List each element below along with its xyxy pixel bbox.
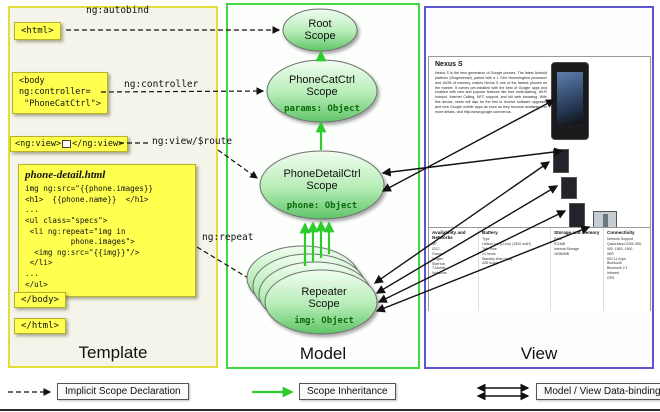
spec-body: Type Lithium Ion (Li-Ion) (1500 mAH) Tal…: [482, 237, 532, 266]
spec-header: Battery: [482, 230, 498, 235]
model-panel: Model: [226, 3, 420, 369]
html-close-tag-box: </html>: [14, 318, 66, 334]
spec-table: Availability and Networks M7, GCC, Orang…: [429, 227, 650, 311]
code-line: <h1> {{phone.name}} </h1>: [25, 194, 149, 204]
html-open-tag-box: <html>: [14, 22, 61, 40]
phone-thumbnail-3: [569, 203, 585, 229]
spec-col-availability: Availability and Networks M7, GCC, Orang…: [429, 228, 479, 311]
phone-screen: [557, 72, 583, 124]
ng-view-route-label: ng:view/$route: [152, 136, 233, 147]
spec-col-storage: Storage and Memory RAM 512MB Internal St…: [551, 228, 604, 311]
spec-col-connectivity: Connectivity Network Support Quad-band G…: [604, 228, 650, 311]
html-open-tag-text: <html>: [21, 26, 54, 36]
phone-detail-page: Nexus S Nexus S is the next generation o…: [428, 56, 651, 311]
ng-view-close-text: </ng:view>: [72, 139, 124, 149]
legend-scope-inheritance: Scope Inheritance: [299, 383, 396, 400]
phone-description: Nexus S is the next generation of Google…: [435, 71, 547, 114]
view-placeholder-icon: [62, 139, 72, 148]
ng-autobind-label: ng:autobind: [86, 5, 149, 16]
spec-body: RAM 512MB Internal Storage 16384MB: [554, 237, 579, 256]
spec-header: Connectivity: [607, 230, 635, 235]
model-panel-label: Model: [299, 344, 347, 363]
code-line: ...: [25, 269, 39, 278]
phone-detail-template-box: phone-detail.html img ng:src="{{phone.im…: [18, 164, 196, 298]
page-title: Nexus S: [435, 61, 463, 68]
code-block-title: phone-detail.html: [25, 169, 106, 181]
spec-header: Availability and Networks: [432, 230, 466, 240]
code-line: img ng:src="{{phone.images}}: [25, 184, 154, 193]
spec-header: Storage and Memory: [554, 230, 600, 235]
legend-data-binding: Model / View Data-binding: [536, 383, 660, 400]
ng-controller-label: ng:controller: [124, 79, 199, 90]
legend-implicit-scope: Implicit Scope Declaration: [57, 383, 189, 400]
code-line: </ul>: [25, 279, 48, 289]
phone-thumbnail-1: [553, 149, 569, 173]
code-line: <img ng:src="{{img}}"/>: [25, 247, 140, 257]
body-controller-box: <body ng:controller= "PhoneCatCtrl">: [12, 72, 108, 115]
phone-hero-image: [551, 62, 589, 140]
ng-repeat-label: ng:repeat: [202, 232, 254, 243]
code-line: </li>: [25, 258, 53, 268]
html-close-tag-text: </html>: [21, 321, 59, 331]
code-line: <li ng:repeat="img in: [25, 226, 126, 236]
view-panel-label: View: [520, 344, 558, 363]
code-line: ...: [25, 205, 39, 215]
spec-body: Network Support Quad-band GSM: 850, 900,…: [607, 237, 643, 281]
flip-phone-detail: [603, 214, 608, 236]
code-line: phone.images">: [25, 237, 135, 247]
body-close-tag-box: </body>: [14, 292, 66, 308]
phone-thumbnail-2: [561, 177, 577, 199]
spec-body: M7, GCC, Orange, Singtel, StarHub, T-Mob…: [432, 242, 447, 276]
ng-view-tag-box: <ng:view> </ng:view>: [10, 136, 129, 152]
bottom-divider: [0, 409, 660, 411]
template-panel-label: Template: [78, 343, 148, 362]
spec-col-battery: Battery Type Lithium Ion (Li-Ion) (1500 …: [479, 228, 551, 311]
ng-view-open-text: <ng:view>: [15, 139, 62, 149]
code-line: <ul class="specs">: [25, 215, 108, 225]
body-close-tag-text: </body>: [21, 295, 59, 305]
